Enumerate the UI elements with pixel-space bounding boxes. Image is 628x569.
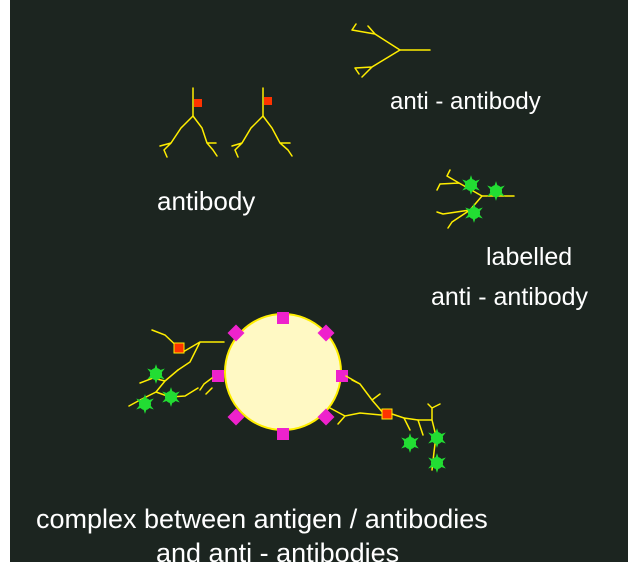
bound-binding-site xyxy=(173,342,185,354)
labelled-anti-antibody-label-line1: labelled xyxy=(486,243,573,271)
epitope xyxy=(277,428,289,440)
epitope xyxy=(212,370,224,382)
epitope-markers xyxy=(212,312,348,440)
labelled-anti-antibody-label-line2: anti - antibody xyxy=(431,283,589,311)
epitope xyxy=(317,408,335,426)
antigen-binding-site-1 xyxy=(194,99,202,107)
antibody-molecule-1 xyxy=(159,87,218,158)
epitope xyxy=(277,312,289,324)
bound-antibody-right xyxy=(329,375,385,425)
complex-label-line2: and anti - antibodies xyxy=(156,538,400,568)
bound-anti-antibody-right xyxy=(391,403,441,471)
bound-binding-site xyxy=(381,408,393,420)
antigen-binding-site-2 xyxy=(264,97,272,105)
anti-antibody-label: anti - antibody xyxy=(390,88,541,115)
epitope xyxy=(317,324,335,342)
diagram-background xyxy=(10,0,628,562)
bound-anti-antibody-left xyxy=(128,369,199,407)
epitope xyxy=(227,324,245,342)
antibody-molecule-2 xyxy=(231,87,293,158)
complex-label-line1: complex between antigen / antibodies xyxy=(36,504,488,534)
antibody-label: antibody xyxy=(157,186,256,216)
anti-antibody-molecule xyxy=(351,23,431,78)
epitope xyxy=(227,408,245,426)
epitope xyxy=(336,370,348,382)
